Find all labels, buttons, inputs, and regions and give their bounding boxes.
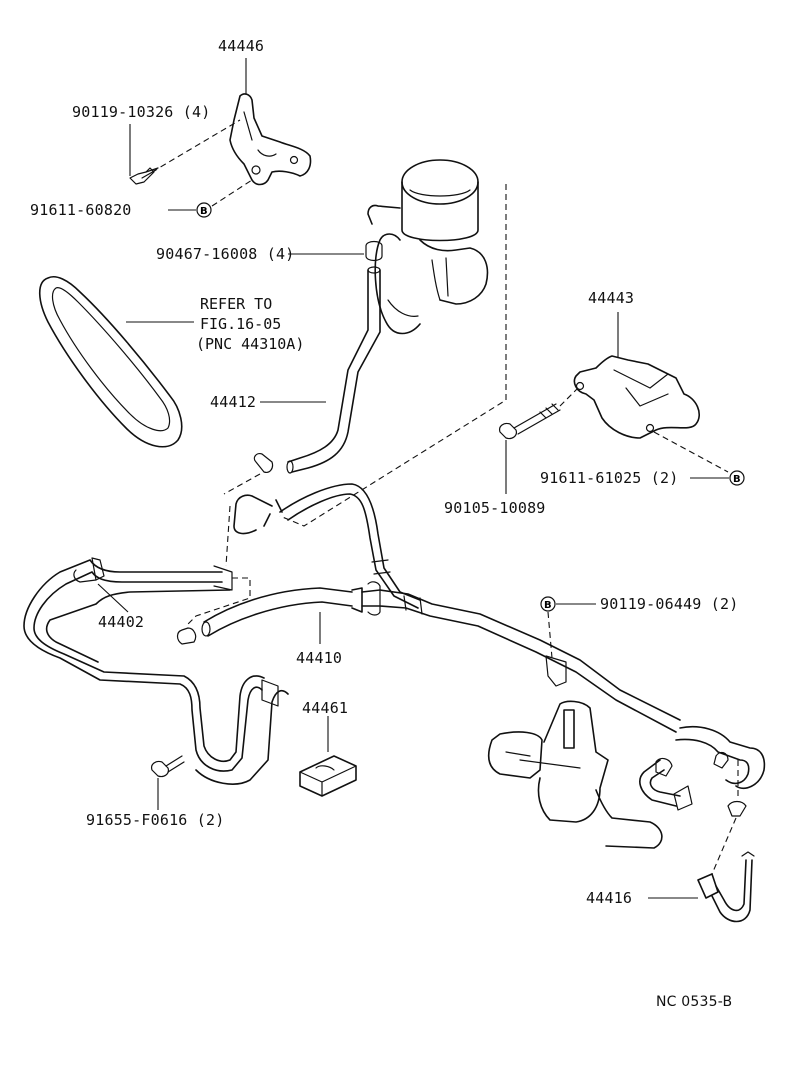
refer-note-line1: REFER TO [200, 295, 273, 313]
label-91611-61025: 91611-61025 (2) [540, 469, 679, 487]
label-44416: 44416 [586, 889, 633, 907]
svg-text:B: B [544, 600, 552, 611]
bolt-90105-10089 [499, 387, 579, 494]
refer-note-line2: FIG.16-05 [200, 315, 282, 333]
bolt-91655-f0616 [151, 755, 185, 810]
tube-clamp [261, 679, 279, 707]
clip-90467-16008 [288, 240, 383, 262]
label-44412: 44412 [210, 393, 257, 411]
refer-note-line3: (PNC 44310A) [196, 335, 305, 353]
label-44461: 44461 [302, 699, 349, 717]
label-44402: 44402 [98, 613, 145, 631]
label-90467-16008: 90467-16008 (4) [156, 245, 295, 263]
footer-code: NC 0535-B [656, 994, 733, 1010]
hose-44412 [223, 266, 381, 495]
marker-b-right-upper: B [653, 431, 745, 486]
return-hose-gear [639, 726, 766, 875]
label-90105-10089: 90105-10089 [444, 499, 546, 517]
pressure-line-upper [233, 483, 421, 609]
steering-gear [487, 700, 663, 849]
label-91611-60820: 91611-60820 [30, 201, 132, 219]
label-44410: 44410 [296, 649, 343, 667]
drive-belt [38, 276, 194, 448]
power-steering-pump [279, 159, 507, 527]
tube-44402 [23, 505, 289, 785]
label-44446: 44446 [218, 37, 265, 55]
bracket-44446 [229, 58, 312, 186]
bracket-44443 [573, 312, 700, 439]
cushion-44461 [299, 716, 357, 797]
svg-text:B: B [733, 474, 741, 485]
marker-b-upper: B [168, 179, 253, 218]
svg-text:B: B [200, 206, 208, 217]
label-91655-f0616: 91655-F0616 (2) [86, 811, 225, 829]
label-90119-06449: 90119-06449 (2) [600, 595, 739, 613]
hose-44410 [176, 581, 681, 733]
bolt-90119-10326 [129, 119, 241, 185]
label-90119-10326: 90119-10326 (4) [72, 103, 211, 121]
hose-44416 [648, 851, 755, 923]
label-44443: 44443 [588, 289, 635, 307]
marker-b-right-lower: B [540, 596, 596, 687]
